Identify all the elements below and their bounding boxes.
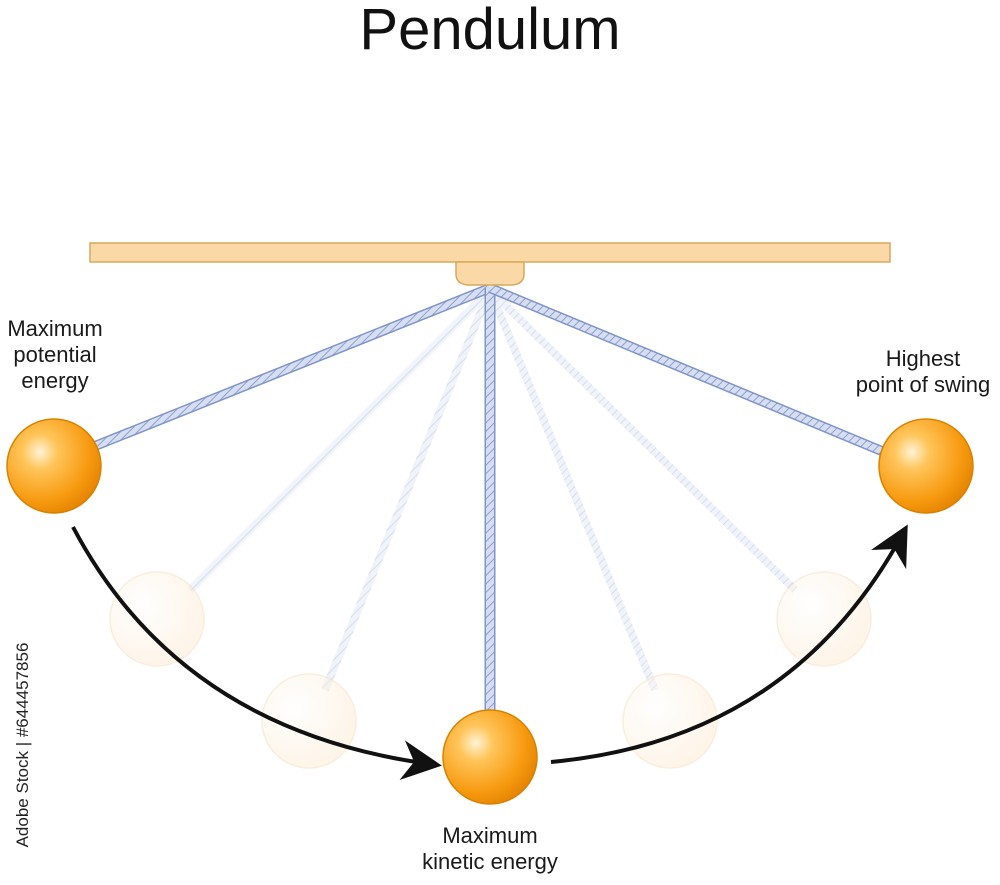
label-line: Maximum [442,823,538,848]
page-title: Pendulum [359,0,621,62]
ghost-rope-4 [487,287,798,593]
ceiling-beam [89,242,891,263]
ghost-bob-1 [109,571,205,667]
label-line: Maximum [7,316,103,341]
label-max-kinetic-energy: Maximum kinetic energy [405,823,575,875]
label-highest-point: Highest point of swing [838,346,1000,398]
bob-left [6,418,102,514]
rope-right-fill [488,284,886,456]
ghost-rope-2 [321,288,494,692]
label-line: kinetic energy [422,849,558,874]
label-line: energy [21,368,89,393]
arrow-right-icon [71,526,442,781]
ghost-rope-3 [486,288,659,692]
stock-id-text: Adobe Stock | #644457856 [13,642,32,848]
label-line: Highest [885,346,961,371]
label-max-potential-energy: Maximum potential energy [0,316,110,394]
bob-right [878,418,974,514]
stock-watermark-id: Adobe Stock | #644457856 [8,640,38,850]
ghost-bob-4 [776,571,872,667]
ghost-bobs [109,571,872,769]
label-line: potential [13,342,97,367]
ghost-rope-1 [187,287,493,593]
main-ropes [93,283,886,718]
label-line: point of swing [855,372,991,397]
ghost-ropes [187,287,798,692]
pivot-mount-icon [455,261,525,286]
bob-bottom [442,709,538,805]
ghost-bob-3 [622,673,718,769]
rope-left-fill [93,284,492,450]
arrow-up-right-icon [550,524,908,764]
